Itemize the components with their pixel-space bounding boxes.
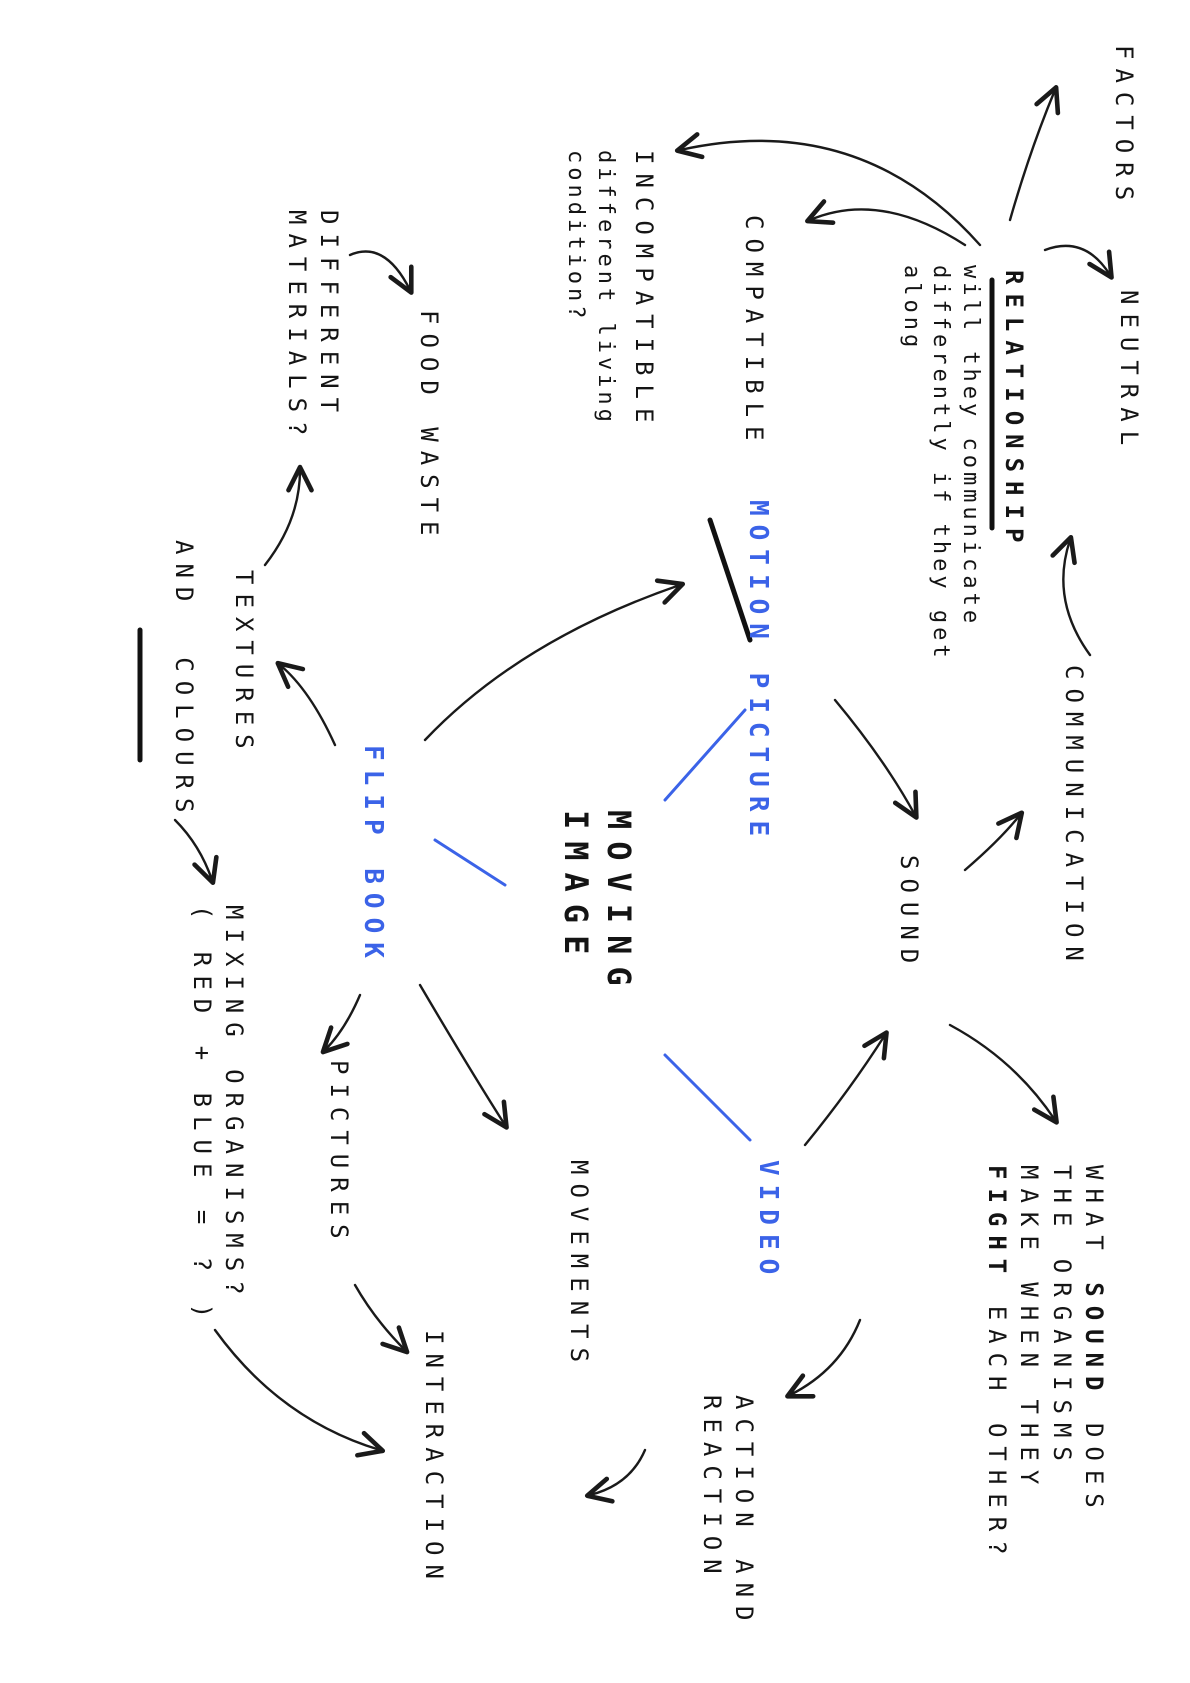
- arrow-relationship-compatible: [805, 199, 967, 247]
- node-and-colours: AND COLOURS: [168, 540, 200, 821]
- what-sound-line-3: MAKE WHEN THEY: [1015, 1165, 1044, 1494]
- arrow-mixing-interaction: [213, 1328, 386, 1458]
- arrow-relationship-factors: [1008, 85, 1061, 222]
- mixing-line-2: ( RED + BLUE = ? ): [187, 905, 216, 1328]
- relationship-note-line-2: differently if they get: [928, 265, 954, 662]
- link-moving-motion: [663, 708, 747, 802]
- image-label: IMAGE: [556, 810, 595, 967]
- node-moving-image: MOVING IMAGE: [554, 810, 640, 998]
- arrow-motion-sound: [833, 698, 919, 820]
- arrow-video-sound: [803, 1030, 889, 1147]
- arrow-whatsound-action: [785, 1318, 862, 1399]
- node-what-sound: WHAT SOUND DOES THE ORGANISMS MAKE WHEN …: [980, 1165, 1110, 1564]
- node-food-waste: FOOD WASTE: [415, 310, 443, 545]
- node-compatible: COMPATIBLE: [740, 215, 768, 450]
- node-different-materials: DIFFERENT MATERIALS?: [280, 210, 345, 445]
- underline-motion: [707, 517, 753, 643]
- node-communication: COMMUNICATION: [1060, 665, 1088, 970]
- incompatible-note-line-1: different living: [593, 150, 618, 426]
- relationship-note-line-1: will they communicate: [958, 265, 983, 628]
- action-line-2: REACTION: [697, 1395, 726, 1583]
- and-label: AND: [170, 540, 198, 611]
- incompatible-note: different living condition?: [561, 150, 620, 426]
- materials-line-1: DIFFERENT: [315, 210, 343, 422]
- node-flip-book: FLIP BOOK: [358, 745, 388, 967]
- node-neutral: NEUTRAL: [1115, 290, 1143, 455]
- node-interaction: INTERACTION: [420, 1330, 448, 1588]
- node-factors: FACTORS: [1110, 45, 1138, 210]
- mixing-line-1: MIXING ORGANISMS?: [220, 905, 248, 1304]
- node-sound: SOUND: [895, 855, 923, 973]
- arrow-sound-communication: [963, 810, 1025, 872]
- node-relationship: RELATIONSHIP: [1000, 270, 1028, 552]
- arrow-flipbook-textures: [275, 660, 337, 747]
- what-sound-line-2: THE ORGANISMS: [1047, 1165, 1076, 1470]
- arrow-communication-relationship: [1050, 534, 1092, 657]
- node-movements: MOVEMENTS: [565, 1160, 593, 1372]
- arrow-action-movements: [584, 1448, 647, 1504]
- fight-emphasis: FIGHT: [982, 1165, 1011, 1283]
- relationship-note: will they communicate differently if the…: [896, 265, 985, 662]
- colours-label: COLOURS: [170, 657, 198, 822]
- what-sound-line-4: FIGHT EACH OTHER?: [982, 1165, 1011, 1564]
- action-line-1: ACTION AND: [730, 1395, 758, 1630]
- what-sound-line-1: WHAT SOUND DOES: [1080, 1165, 1108, 1517]
- arrow-flipbook-motion: [423, 578, 686, 742]
- sound-emphasis: SOUND: [1080, 1282, 1108, 1400]
- arrow-food-waste: [348, 250, 414, 295]
- node-incompatible: INCOMPATIBLE: [630, 150, 658, 432]
- incompatible-note-line-2: condition?: [563, 150, 589, 323]
- node-video: VIDEO: [753, 1160, 783, 1284]
- node-motion-picture: MOTION PICTURE: [743, 500, 773, 846]
- arrow-relationship-incompatible: [674, 132, 982, 247]
- arrow-flipbook-movements: [418, 983, 509, 1130]
- arrow-textures-materials: [263, 464, 314, 567]
- arrow-flipbook-pictures: [320, 993, 362, 1055]
- arrow-sound-whatsound: [948, 1023, 1059, 1125]
- node-action-reaction: ACTION AND REACTION: [695, 1395, 760, 1630]
- materials-line-2: MATERIALS?: [282, 210, 311, 445]
- node-mixing: MIXING ORGANISMS? ( RED + BLUE = ? ): [185, 905, 250, 1327]
- link-moving-flipbook: [433, 838, 507, 887]
- relationship-note-line-3: along: [898, 265, 924, 352]
- link-moving-video: [663, 1053, 752, 1142]
- arrow-colours-mixing: [173, 818, 219, 886]
- node-pictures: PICTURES: [325, 1060, 353, 1248]
- node-textures: TEXTURES: [230, 570, 258, 758]
- arrow-pictures-interaction: [353, 1283, 410, 1355]
- arrow-relationship-neutral: [1043, 244, 1114, 280]
- moving-label: MOVING: [600, 810, 638, 998]
